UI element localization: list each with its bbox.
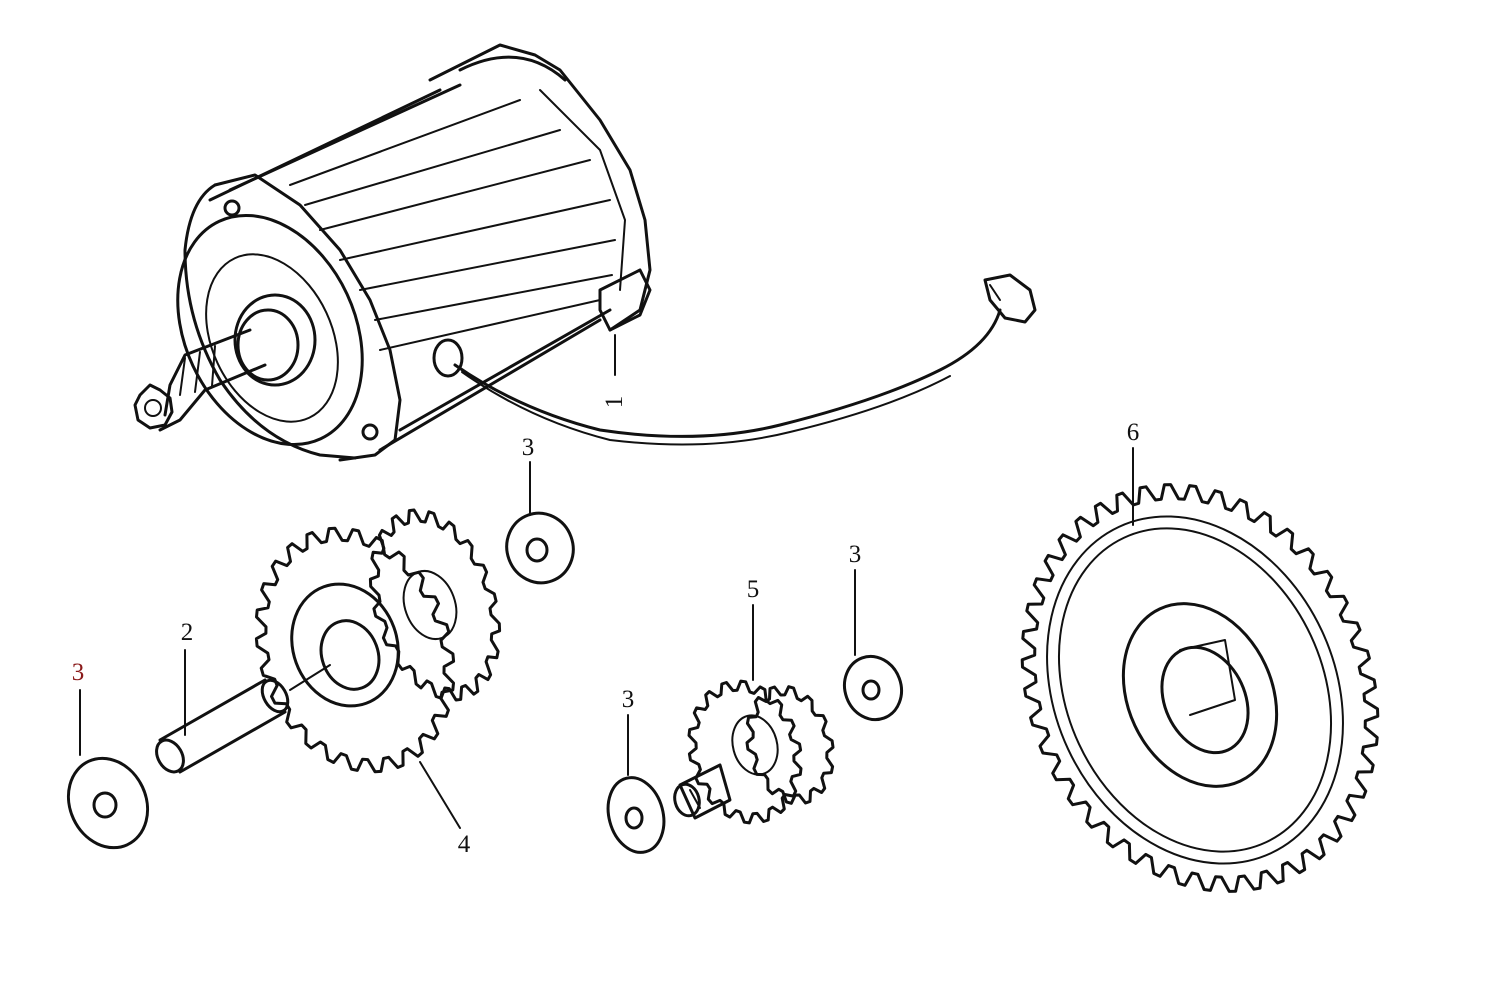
washer-right	[843, 569, 903, 722]
callout-3-right: 3	[849, 541, 862, 568]
callout-6: 6	[1127, 419, 1140, 446]
callout-2: 2	[181, 619, 194, 646]
callout-3-left: 3	[72, 659, 85, 686]
callout-1: 1	[601, 396, 628, 409]
large-sprocket	[1020, 447, 1380, 893]
callout-3-middle: 3	[622, 686, 635, 713]
callout-5: 5	[747, 576, 760, 603]
starter-motor	[133, 43, 1037, 462]
double-gear	[254, 508, 502, 829]
washer-top	[505, 461, 575, 585]
washer-middle	[606, 714, 666, 854]
small-double-gear	[673, 604, 835, 825]
shaft	[155, 649, 290, 774]
washer-left	[66, 689, 150, 850]
callout-3-top: 3	[522, 434, 535, 461]
callout-4: 4	[458, 831, 471, 858]
